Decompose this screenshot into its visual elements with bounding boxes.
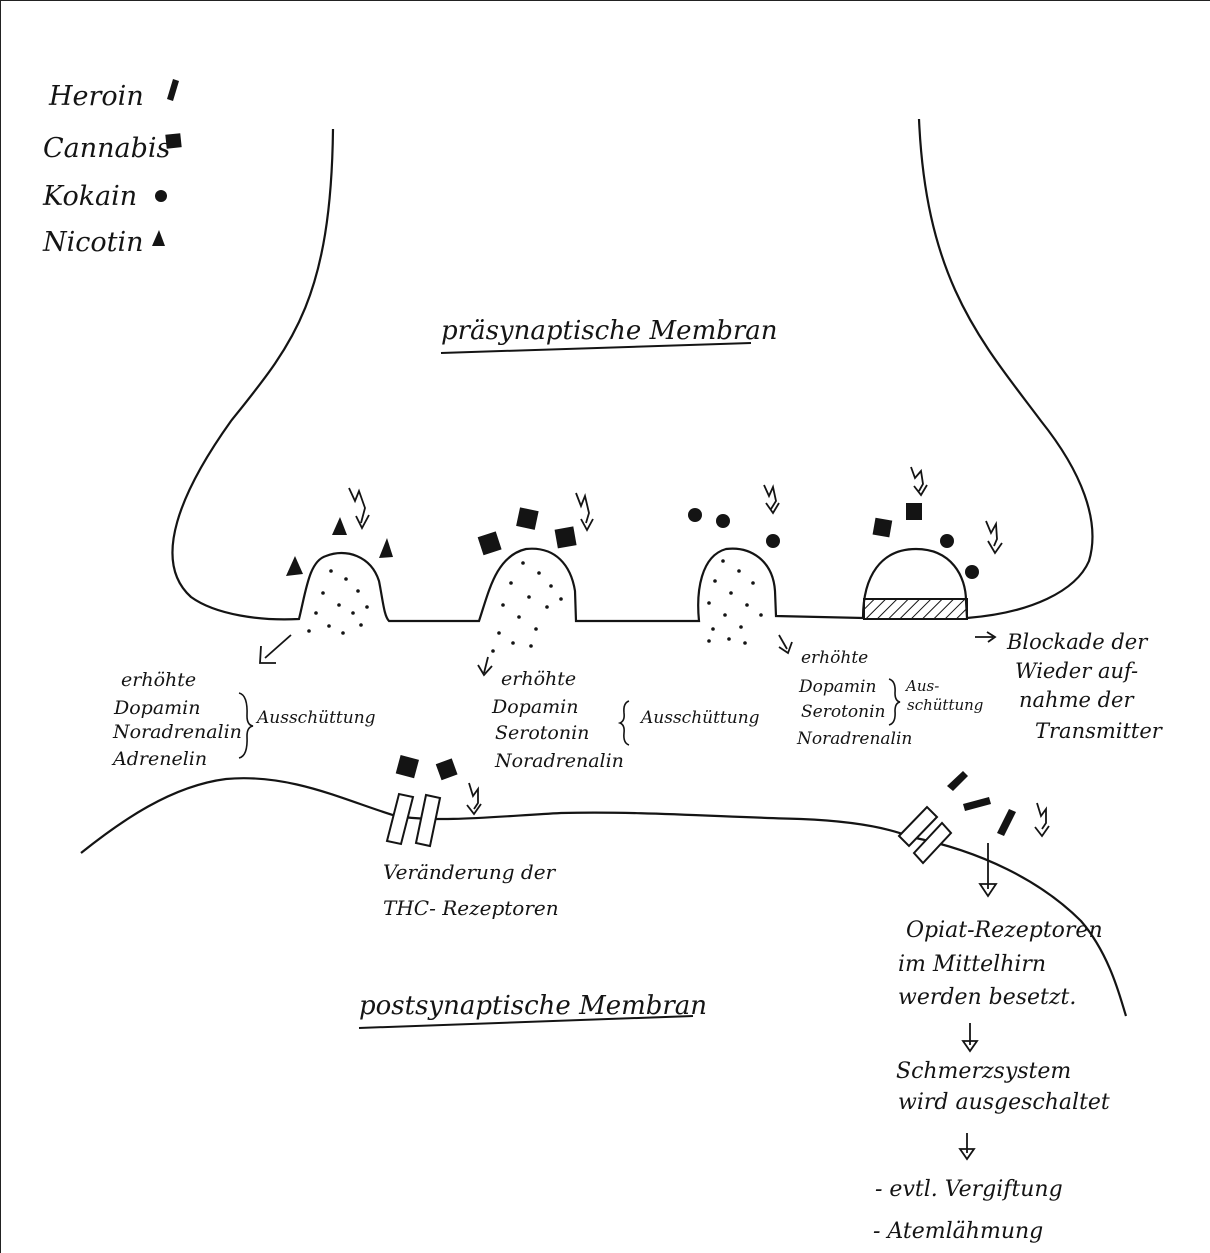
result-line-2: - Atemlähmung — [873, 1219, 1043, 1244]
legend-label-heroin: Heroin — [48, 81, 144, 112]
postsynaptic-underline — [358, 1015, 694, 1029]
legend-label-cannabis: Cannabis — [43, 133, 170, 164]
kokain-molecules — [688, 508, 979, 579]
nicotin-effect-tag: Ausschüttung — [255, 708, 376, 728]
thc-annotation: Veränderung der THC- Rezeptoren — [383, 860, 559, 920]
cannabis-effect-tag: Ausschüttung — [639, 708, 760, 728]
nicotin-triangle-icon — [152, 230, 165, 246]
presynaptic-membrane — [171, 118, 1094, 623]
kokain-brace — [888, 678, 901, 726]
cannabis-effect-line-4: Noradrenalin — [494, 750, 624, 772]
kokain-effect-line-3: Serotonin — [801, 702, 885, 722]
kokain-effect-line-4: Noradrenalin — [796, 729, 912, 749]
thc-receptor — [385, 792, 442, 848]
legend: Heroin Cannabis Kokain Nicotin — [42, 79, 182, 258]
opiat-annotation: Opiat-Rezeptoren im Mittelhirn werden be… — [898, 918, 1103, 1010]
pain-line-2: wird ausgeschaltet — [898, 1090, 1110, 1115]
kokain-effect-line-2: Dopamin — [798, 677, 876, 697]
kokain-dot-icon — [155, 190, 167, 202]
nicotin-effect-line-3: Noradrenalin — [112, 721, 242, 743]
nicotin-effect: erhöhte Dopamin Noradrenalin Adrenelin A… — [111, 669, 376, 770]
pain-arrow-head — [961, 1040, 979, 1053]
opiat-line-1: Opiat-Rezeptoren — [906, 918, 1103, 943]
presynaptic-underline — [440, 342, 752, 354]
result-arrow-head — [958, 1148, 976, 1161]
thc-line-2: THC- Rezeptoren — [383, 896, 559, 920]
kokain-effect-line-1: erhöhte — [801, 648, 868, 668]
kokain-effect-tag-2: schüttung — [907, 696, 983, 714]
blockade-line-1: Blockade der — [1006, 630, 1149, 654]
release-arrows — [259, 631, 997, 677]
blockade-line-3: nahme der — [1019, 688, 1135, 712]
nicotin-effect-line-1: erhöhte — [121, 669, 196, 691]
vesicle-dots — [307, 559, 763, 653]
nicotin-molecules — [286, 517, 393, 576]
signal-arrows — [348, 466, 1050, 838]
result-annotation: - evtl. Vergiftung - Atemlähmung — [873, 1177, 1063, 1244]
opiat-line-3: werden besetzt. — [898, 985, 1076, 1010]
opiat-arrow-head — [978, 883, 998, 898]
legend-label-nicotin: Nicotin — [42, 227, 144, 258]
nicotin-brace — [238, 692, 254, 759]
transporter-blockade — [863, 598, 968, 620]
blockade-line-2: Wieder auf- — [1015, 659, 1138, 683]
opiat-receptor — [897, 805, 953, 865]
postsynaptic-membrane — [80, 777, 1128, 1017]
pain-annotation: Schmerzsystem wird ausgeschaltet — [896, 1059, 1110, 1115]
result-line-1: - evtl. Vergiftung — [875, 1177, 1063, 1202]
postsynaptic-title: postsynaptische Membran — [359, 991, 707, 1021]
cannabis-effect-line-3: Serotonin — [495, 722, 589, 744]
blockade-annotation: Blockade der Wieder auf- nahme der Trans… — [1006, 630, 1164, 743]
heroin-bar-icon — [167, 79, 179, 101]
legend-label-kokain: Kokain — [42, 181, 137, 212]
pain-line-1: Schmerzsystem — [896, 1059, 1071, 1084]
cannabis-molecules — [395, 503, 922, 781]
cannabis-effect-line-2: Dopamin — [491, 696, 579, 718]
presynaptic-title: präsynaptische Membran — [441, 316, 778, 346]
nicotin-effect-line-4: Adrenelin — [111, 748, 207, 770]
opiat-line-2: im Mittelhirn — [898, 952, 1046, 977]
heroin-molecules — [947, 771, 1016, 836]
cannabis-effect-line-1: erhöhte — [501, 668, 576, 690]
nicotin-effect-line-2: Dopamin — [113, 697, 201, 719]
thc-line-1: Veränderung der — [383, 860, 557, 884]
kokain-effect: erhöhte Dopamin Serotonin Noradrenalin A… — [796, 648, 983, 749]
blockade-line-4: Transmitter — [1035, 719, 1164, 743]
cannabis-square-icon — [165, 133, 182, 149]
cannabis-brace — [617, 700, 630, 746]
kokain-effect-tag-1: Aus- — [904, 677, 939, 695]
cannabis-effect: erhöhte Dopamin Serotonin Noradrenalin A… — [491, 668, 760, 772]
